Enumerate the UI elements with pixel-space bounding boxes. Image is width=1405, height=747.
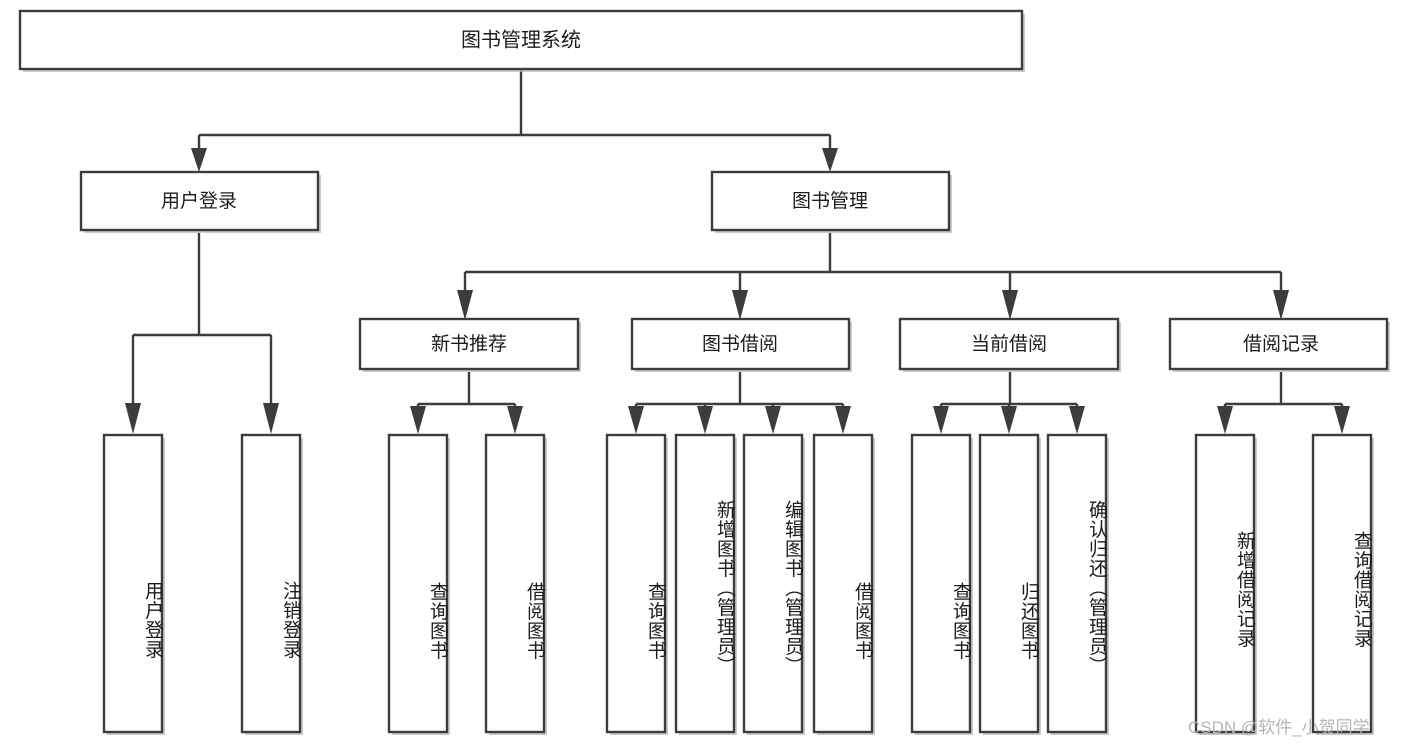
node-book-borrow-label: 图书借阅 [702,333,778,355]
node-user-login-box[interactable] [79,170,320,232]
node-leaf-current-borrow-2-box[interactable] [978,433,1040,734]
node-leaf-current-borrow-1-box[interactable] [910,433,972,734]
node-leaf-book-borrow-3-box[interactable] [742,433,804,734]
arrow-head-to-new-book [457,290,473,320]
node-leaf-book-borrow-4-box[interactable] [812,433,874,734]
arrow-head-current-borrow-leaf-3 [1069,406,1085,434]
node-leaf-new-book-1-box[interactable] [387,433,449,734]
node-root-box[interactable] [18,9,1024,71]
node-current-borrow-box[interactable] [898,317,1120,371]
arrow-head-new-book-leaf-2 [507,406,523,434]
node-leaf-borrow-record-1-box[interactable] [1194,433,1256,734]
arrow-head-current-borrow-leaf-2 [1001,406,1017,434]
arrow-head-borrow-record-leaf-1 [1217,406,1233,434]
csdn-watermark: CSDN @软件_小贺同学 [1188,718,1370,737]
node-leaf-book-borrow-2-box[interactable] [674,433,736,734]
node-leaf-user-login-2-box[interactable] [240,433,302,734]
node-leaf-book-borrow-1-box[interactable] [605,433,667,734]
node-root-label: 图书管理系统 [461,28,581,51]
node-leaf-new-book-2-box[interactable] [484,433,546,734]
arrow-head-current-borrow-leaf-1 [933,406,949,434]
arrow-head-book-borrow-leaf-4 [835,406,851,434]
arrow-head-to-book-borrow [732,290,748,320]
node-current-borrow-label: 当前借阅 [971,333,1047,355]
connector-layer [125,70,1350,434]
node-book-mgmt-box[interactable] [710,170,951,232]
node-book-mgmt-label: 图书管理 [792,190,868,212]
node-book-borrow-box[interactable] [630,317,851,371]
arrow-head-new-book-leaf-1 [410,406,426,434]
node-layer: 图书管理系统 用户登录 图书管理 新书推荐 图书借阅 当前借阅 [18,9,1390,735]
node-new-book-label: 新书推荐 [431,333,507,355]
arrow-head-to-borrow-record [1273,290,1289,320]
node-user-login-label: 用户登录 [161,190,237,212]
arrow-head-to-current-borrow [1002,290,1018,320]
node-borrow-record-label: 借阅记录 [1243,333,1319,355]
arrow-head-book-borrow-leaf-3 [765,406,781,434]
node-borrow-record-box[interactable] [1168,317,1389,371]
arrow-head-book-borrow-leaf-2 [697,406,713,434]
node-leaf-current-borrow-3-box[interactable] [1046,433,1108,734]
node-leaf-user-login-1-box[interactable] [102,433,164,734]
node-new-book-box[interactable] [358,317,580,371]
arrow-head-borrow-record-leaf-2 [1334,406,1350,434]
arrow-head-user-login-leaf-1 [125,403,141,434]
arrow-head-book-borrow-leaf-1 [628,406,644,434]
arrow-head-user-login-leaf-2 [263,403,279,434]
node-leaf-borrow-record-2-box[interactable] [1311,433,1373,734]
arrow-head-to-book-mgmt [822,148,838,172]
arrow-head-to-user-login [191,148,207,172]
